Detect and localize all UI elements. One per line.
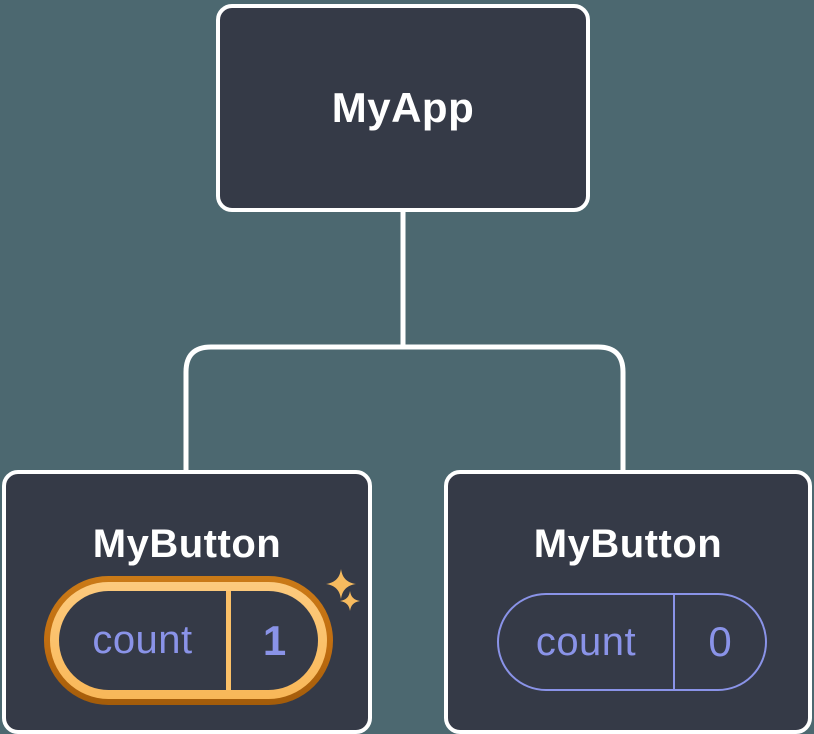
state-key-label: count — [92, 618, 193, 662]
state-pill: count 0 — [497, 593, 767, 691]
state-pill-body: count 1 — [59, 591, 318, 690]
state-key-label: count — [535, 619, 637, 664]
state-pill-divider — [673, 595, 675, 689]
component-node-mybutton-left: MyButton count 1 — [2, 470, 372, 734]
state-value: 0 — [708, 618, 732, 665]
state-pill-divider — [226, 591, 231, 690]
component-node-myapp: MyApp — [216, 4, 590, 212]
state-pill-inner-ring: count 1 — [50, 582, 327, 699]
component-label: MyButton — [533, 522, 723, 566]
component-node-mybutton-right: MyButton count 0 — [444, 470, 812, 734]
state-value: 1 — [262, 616, 287, 664]
component-label: MyButton — [92, 522, 282, 566]
sparkle-icon — [326, 569, 360, 611]
state-pill-highlighted: count 1 — [44, 576, 333, 705]
component-label: MyApp — [331, 84, 475, 131]
